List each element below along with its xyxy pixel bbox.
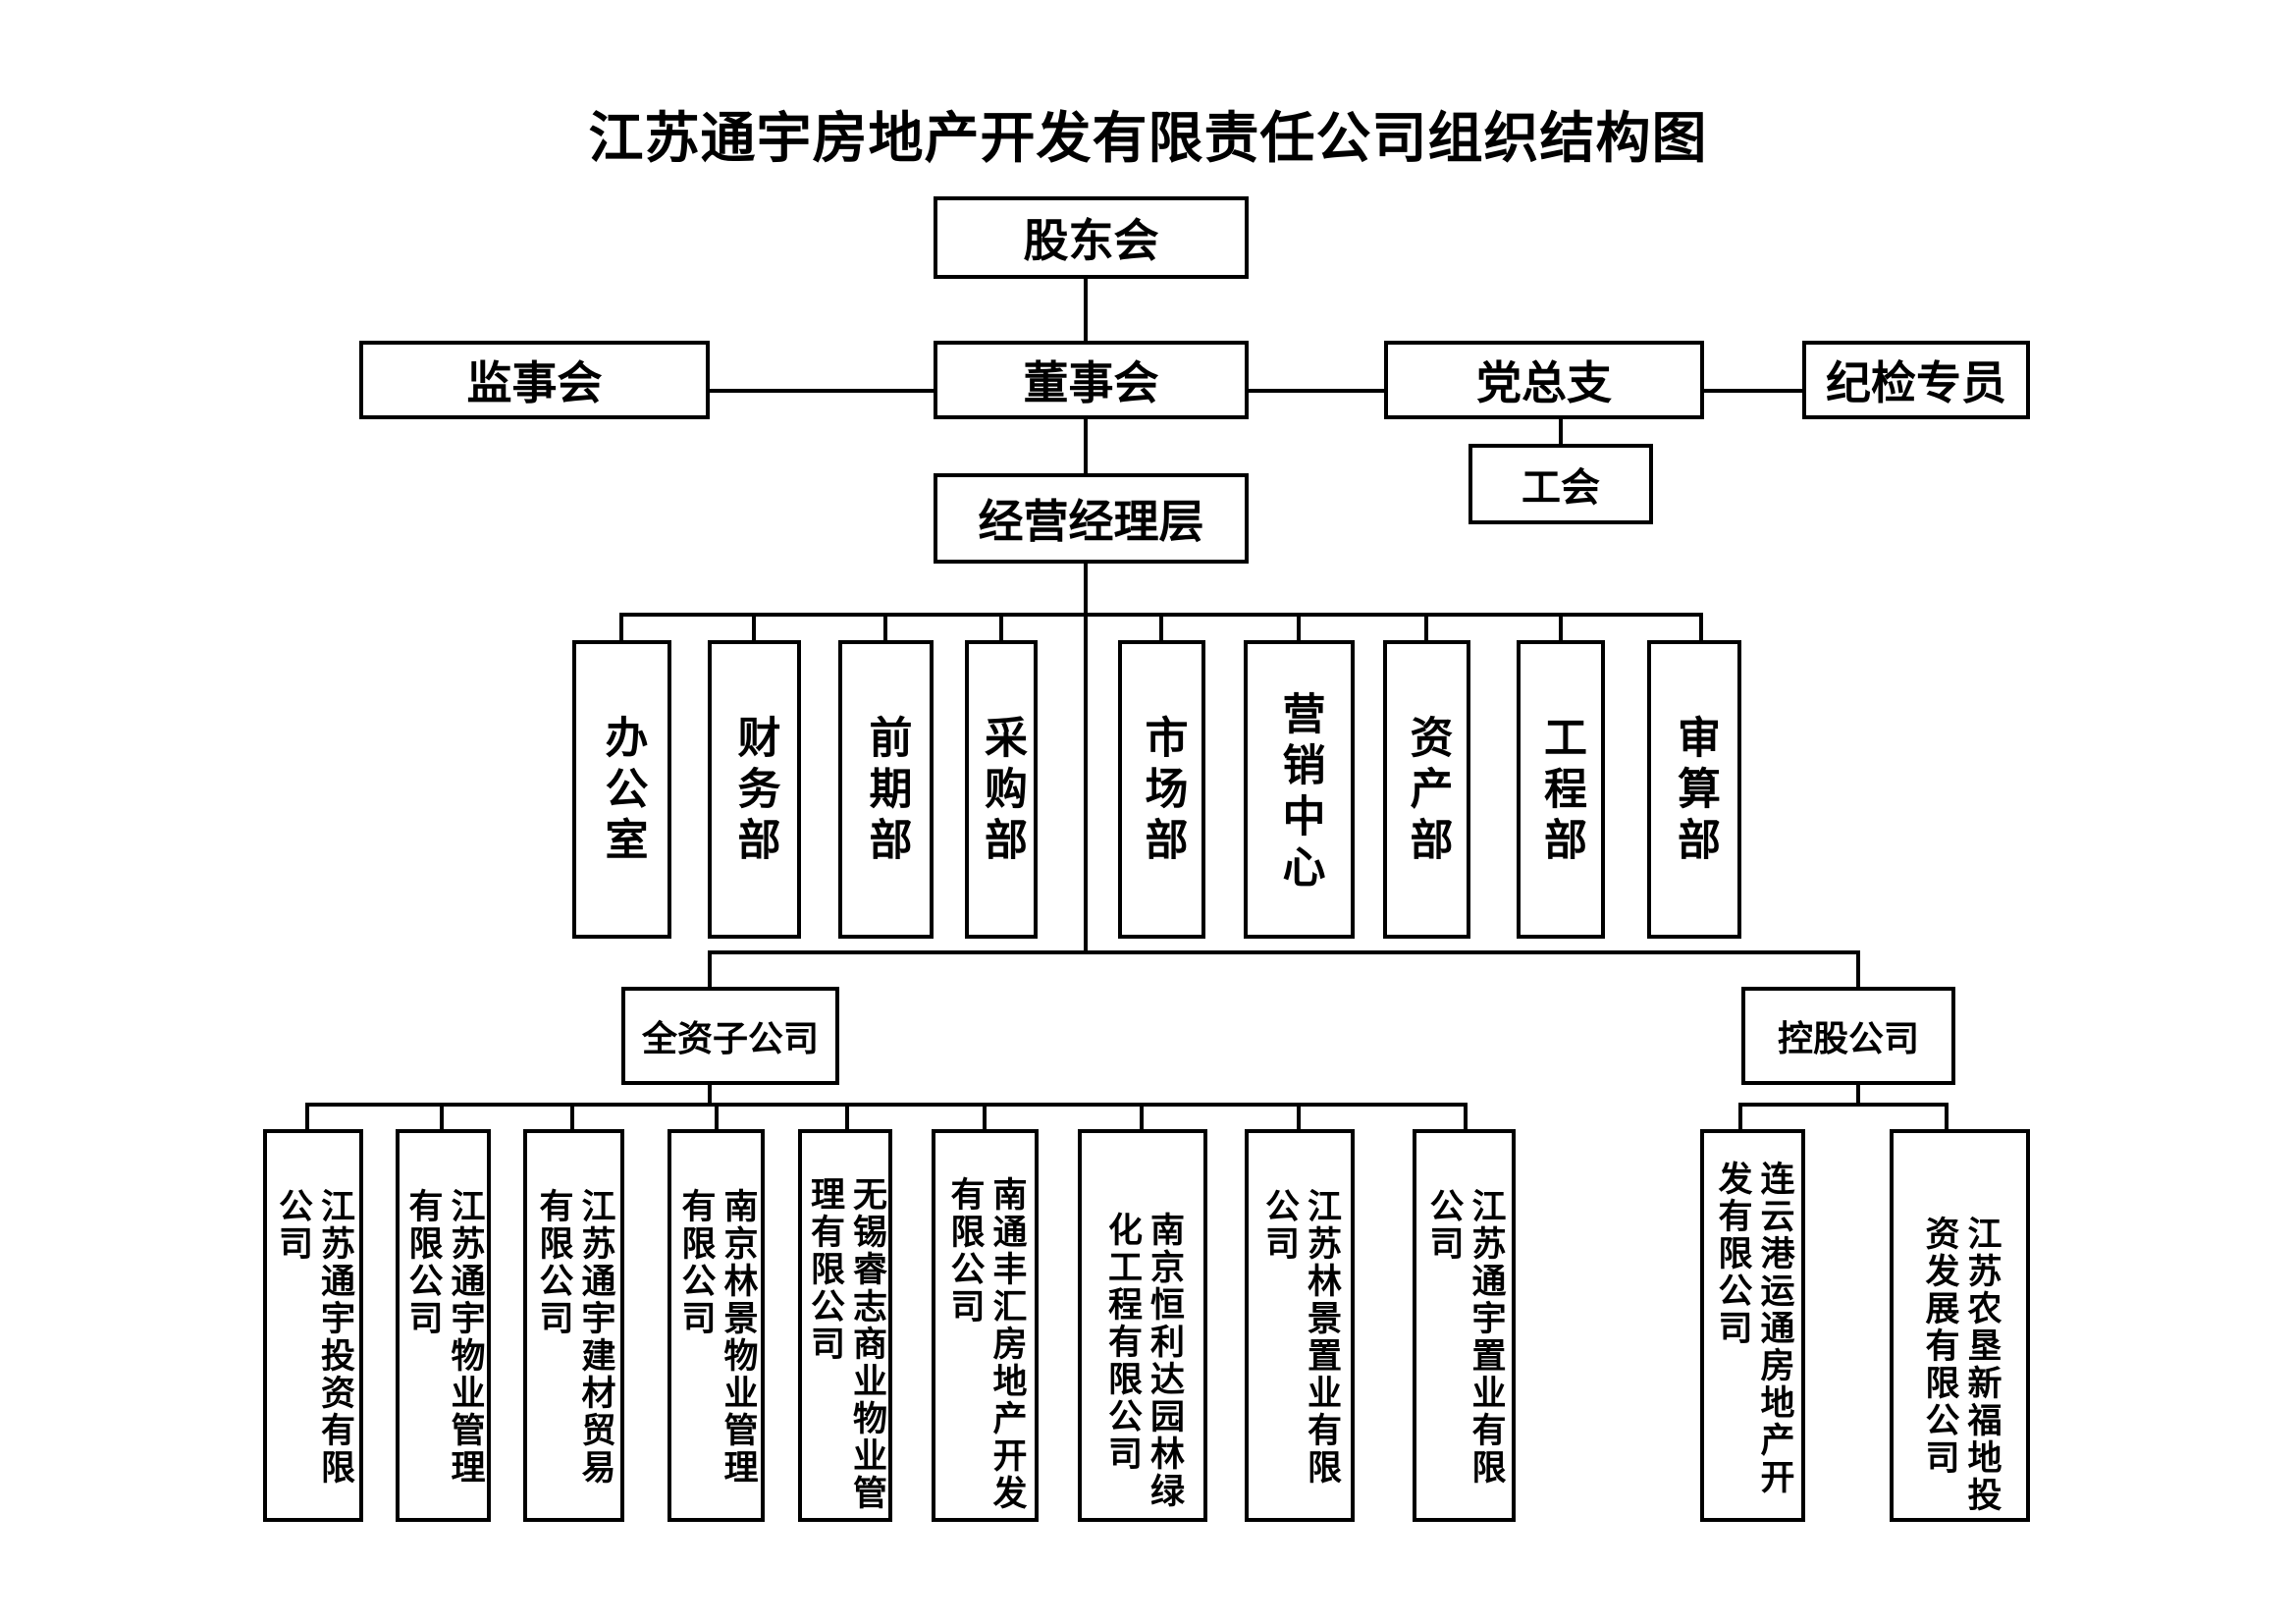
subsidiary-name: 江苏通宇置业有限公司 (1423, 1188, 1506, 1487)
dept-label: 资产部 (1402, 715, 1453, 868)
holding-company-name: 连云港运通房地产开发有限公司 (1712, 1161, 1794, 1496)
dept-finance: 财务部 (708, 640, 801, 939)
dept-market: 市场部 (1118, 640, 1205, 939)
union-box: 工会 (1468, 444, 1653, 524)
dept-label: 办公室 (597, 715, 648, 868)
discipline-officer-box: 纪检专员 (1802, 341, 2030, 419)
supervisors-box: 监事会 (359, 341, 710, 419)
party-branch-box: 党总支 (1384, 341, 1704, 419)
dept-label: 审算部 (1670, 715, 1720, 868)
board-box: 董事会 (934, 341, 1249, 419)
dept-purchasing: 采购部 (965, 640, 1038, 939)
subsidiary-box: 江苏通宇置业有限公司 (1413, 1129, 1516, 1522)
dept-audit: 审算部 (1647, 640, 1741, 939)
subsidiary-name: 江苏通宇建材贸易有限公司 (533, 1188, 615, 1487)
dept-preliminary: 前期部 (838, 640, 934, 939)
holding-company-box: 江苏农垦新福地投资发展有限公司 (1890, 1129, 2030, 1522)
dept-label: 工程部 (1536, 715, 1586, 868)
subsidiary-box: 江苏林景置业有限公司 (1245, 1129, 1355, 1522)
holding-company-name: 江苏农垦新福地投资发展有限公司 (1919, 1216, 2002, 1514)
subsidiary-box: 江苏通宇建材贸易有限公司 (523, 1129, 624, 1522)
dept-label: 营销中心 (1274, 691, 1325, 895)
subsidiary-box: 南京林景物业管理有限公司 (667, 1129, 765, 1522)
dept-office: 办公室 (572, 640, 671, 939)
dept-engineering: 工程部 (1517, 640, 1605, 939)
subsidiary-box: 江苏通宇投资有限公司 (263, 1129, 363, 1522)
dept-marketing-center: 营销中心 (1244, 640, 1355, 939)
subsidiary-name: 南京恒利达园林绿化工程有限公司 (1102, 1212, 1184, 1510)
subsidiary-name: 江苏通宇物业管理有限公司 (402, 1188, 485, 1487)
shareholders-box: 股东会 (934, 196, 1249, 279)
dept-label: 市场部 (1137, 715, 1188, 868)
dept-label: 财务部 (729, 715, 780, 868)
holding-group-box: 控股公司 (1741, 987, 1955, 1085)
subsidiary-name: 南京林景物业管理有限公司 (675, 1188, 758, 1487)
dept-label: 采购部 (977, 715, 1027, 868)
wholly-owned-group-box: 全资子公司 (621, 987, 839, 1085)
subsidiary-name: 江苏林景置业有限公司 (1259, 1188, 1341, 1487)
holding-company-box: 连云港运通房地产开发有限公司 (1700, 1129, 1805, 1522)
subsidiary-name: 江苏通宇投资有限公司 (273, 1188, 354, 1487)
chart-title: 江苏通宇房地产开发有限责任公司组织结构图 (588, 107, 1708, 171)
subsidiary-name: 南通丰汇房地产开发有限公司 (944, 1176, 1027, 1512)
dept-assets: 资产部 (1383, 640, 1470, 939)
subsidiary-box: 江苏通宇物业管理有限公司 (396, 1129, 491, 1522)
subsidiary-box: 南京恒利达园林绿化工程有限公司 (1078, 1129, 1207, 1522)
subsidiary-box: 南通丰汇房地产开发有限公司 (932, 1129, 1039, 1522)
dept-label: 前期部 (861, 715, 912, 868)
subsidiary-name: 无锡睿志商业物业管理有限公司 (805, 1176, 886, 1512)
management-box: 经营经理层 (934, 473, 1249, 564)
subsidiary-box: 无锡睿志商业物业管理有限公司 (798, 1129, 892, 1522)
